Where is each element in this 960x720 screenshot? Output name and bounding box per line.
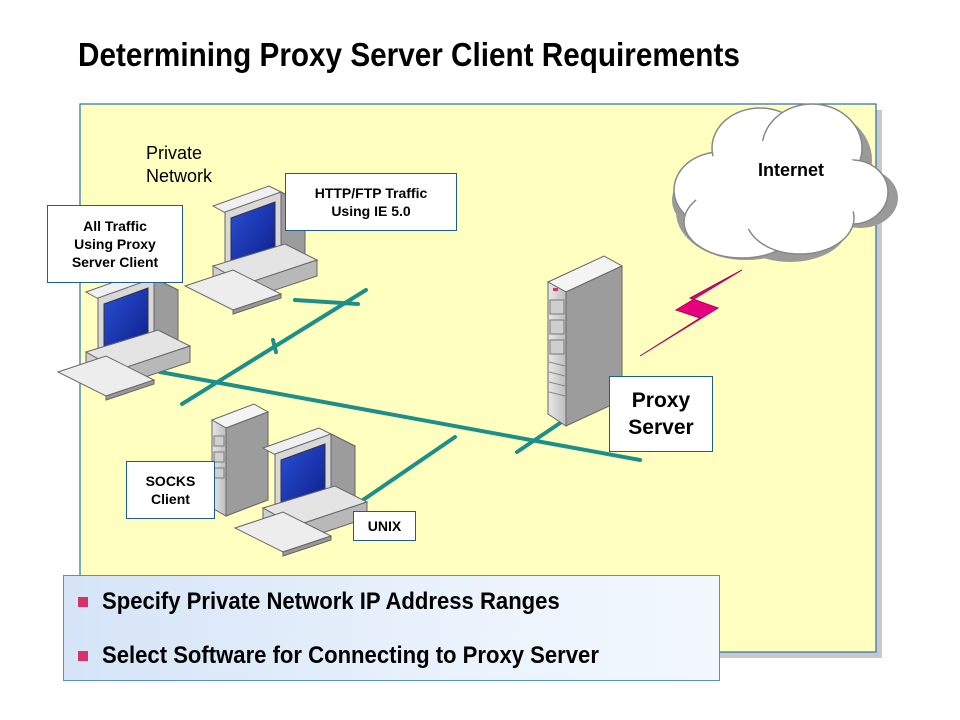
- proxy-server-icon: [546, 255, 624, 427]
- unix-label: UNIX: [353, 511, 416, 541]
- internet-label: Internet: [758, 160, 825, 180]
- server-tower-icon: [210, 403, 270, 517]
- http-ftp-client-label-line: HTTP/FTP Traffic: [314, 184, 428, 201]
- workstation-icon: [233, 427, 369, 557]
- workstation-icon: [183, 185, 319, 315]
- bullet-item: Select Software for Connecting to Proxy …: [78, 642, 642, 670]
- http-ftp-client-label: HTTP/FTP Traffic Using IE 5.0: [285, 173, 457, 231]
- proxy-server-label: Proxy Server: [609, 376, 713, 452]
- network-cables: [158, 288, 642, 502]
- all-traffic-client-label-line: Using Proxy: [74, 235, 156, 252]
- socks-client-label-line: SOCKS: [145, 472, 196, 489]
- bullet-marker-icon: [78, 597, 88, 607]
- proxy-server-label-line: Server: [628, 416, 694, 439]
- bullet-marker-icon: [78, 651, 88, 661]
- proxy-server-label-line: Proxy: [631, 388, 691, 412]
- lightning-icon: [639, 269, 743, 357]
- private-network-label: Private Network: [146, 142, 212, 189]
- socks-client-label: SOCKS Client: [126, 461, 215, 519]
- socks-client-label-line: Client: [151, 491, 190, 507]
- bullet-text: Select Software for Connecting to Proxy …: [102, 642, 599, 669]
- bullet-item: Specify Private Network IP Address Range…: [78, 588, 600, 616]
- bullet-text: Specify Private Network IP Address Range…: [102, 588, 560, 615]
- all-traffic-client-label-line: Server Client: [71, 254, 159, 271]
- http-ftp-client-label-line: Using IE 5.0: [331, 203, 411, 219]
- all-traffic-client-label: All Traffic Using Proxy Server Client: [47, 205, 183, 283]
- all-traffic-client-label-line: All Traffic: [83, 217, 147, 234]
- private-network-label-line: Network: [146, 166, 213, 187]
- bullet-panel: Specify Private Network IP Address Range…: [63, 575, 720, 681]
- workstation-icon: [56, 271, 192, 401]
- cloud-icon: [672, 103, 898, 262]
- private-network-label-line: Private: [146, 143, 203, 163]
- slide-title: Determining Proxy Server Client Requirem…: [78, 36, 740, 73]
